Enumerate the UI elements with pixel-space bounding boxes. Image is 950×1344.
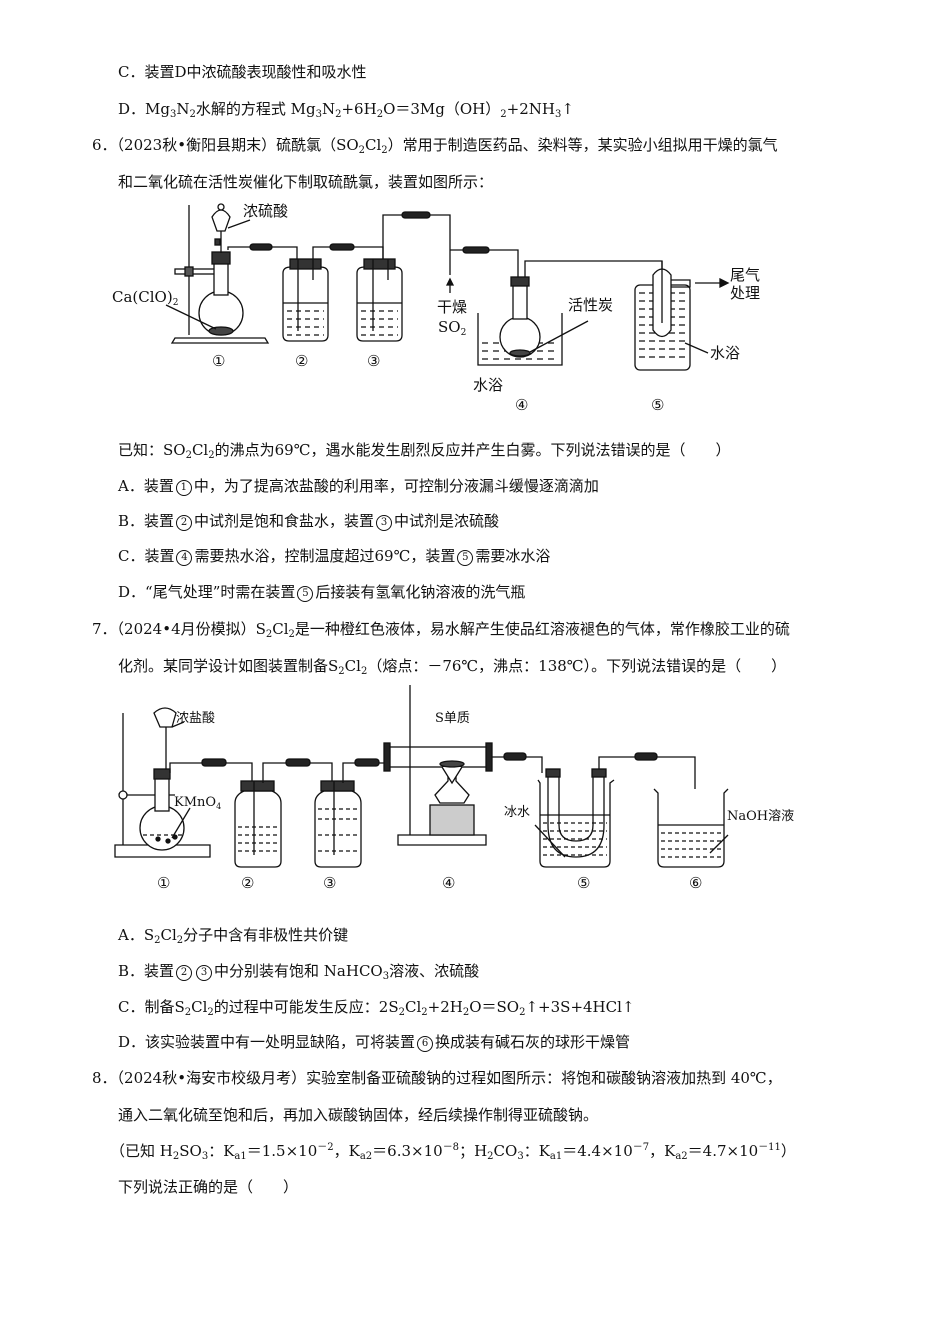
label-water-bath-4: 水浴 <box>473 376 504 394</box>
question-6-stem-1: 6．（2023秋•衡阳县期末）硫酰氯（SO2Cl2）常用于制造医药品、染料等，某… <box>92 136 778 156</box>
label-tail-gas-2: 处理 <box>730 284 761 302</box>
apparatus-1 <box>114 707 253 858</box>
circled-number: 5 <box>297 586 314 602</box>
apparatus-number-5: ⑤ <box>651 396 665 414</box>
option-7c: C．制备S2Cl2的过程中可能发生反应：2S2Cl2+2H2O＝SO2↑+3S+… <box>118 998 635 1018</box>
label-activated-carbon: 活性炭 <box>568 296 614 314</box>
label-sulfur: S单质 <box>435 711 470 726</box>
apparatus-5 <box>534 752 696 868</box>
label-ice-water: 冰水 <box>504 805 531 820</box>
circled-number: 3 <box>376 515 393 531</box>
apparatus-number-2: ② <box>241 874 255 892</box>
apparatus-3 <box>314 758 388 868</box>
circled-number: 6 <box>417 1036 434 1052</box>
circled-number: 5 <box>457 550 474 566</box>
apparatus-number-1: ① <box>157 874 171 892</box>
question-7-stem-2: 化剂。某同学设计如图装置制备S2Cl2（熔点：－76℃，沸点：138℃）。下列说… <box>118 657 787 677</box>
apparatus-number-3: ③ <box>367 352 381 370</box>
label-so2: SO2 <box>438 318 467 338</box>
apparatus-6 <box>653 788 729 868</box>
circled-number: 2 <box>176 515 193 531</box>
apparatus-3 <box>356 211 451 342</box>
question-7-stem-1: 7．（2024•4月份模拟）S2Cl2是一种橙红色液体，易水解产生使品红溶液褪色… <box>92 620 790 640</box>
label-ca-clo2: Ca(ClO)2 <box>112 288 179 308</box>
apparatus-1 <box>165 203 298 344</box>
label-conc-h2so4: 浓硫酸 <box>243 202 289 220</box>
circled-number: 2 <box>176 965 193 981</box>
label-tail-gas-1: 尾气 <box>730 266 761 284</box>
apparatus-5 <box>634 261 730 371</box>
question-8-prompt: 下列说法正确的是（ ） <box>118 1178 299 1196</box>
question-8-stem-1: 8．（2024秋•海安市校级月考）实验室制备亚硫酸钠的过程如图所示：将饱和碳酸钠… <box>92 1069 782 1087</box>
label-conc-hcl: 浓盐酸 <box>176 711 216 726</box>
apparatus-number-4: ④ <box>442 874 456 892</box>
circled-number: 3 <box>196 965 213 981</box>
apparatus-number-6: ⑥ <box>689 874 703 892</box>
figure-q6-apparatus: 浓硫酸 Ca(ClO)2 干燥 SO2 活性炭 水浴 尾气 处理 水浴 ① ② … <box>100 195 780 420</box>
apparatus-2 <box>282 243 384 342</box>
label-dry: 干燥 <box>437 298 468 316</box>
question-6-stem-2: 和二氧化硫在活性炭催化下制取硫酰氯，装置如图所示： <box>118 173 494 191</box>
apparatus-number-1: ① <box>212 352 226 370</box>
option-7a: A．S2Cl2分子中含有非极性共价键 <box>118 926 349 946</box>
apparatus-number-2: ② <box>295 352 309 370</box>
label-naoh: NaOH溶液 <box>727 809 795 824</box>
apparatus-4 <box>477 260 663 366</box>
question-8-known: （已知 H2SO3：Ka1＝1.5×10－2，Ka2＝6.3×10－8；H2CO… <box>110 1142 796 1162</box>
question-8-stem-2: 通入二氧化硫至饱和后，再加入碳酸钠固体，经后续操作制得亚硫酸钠。 <box>118 1106 599 1124</box>
circled-number: 1 <box>175 480 192 496</box>
circled-number: 4 <box>176 550 193 566</box>
option-5c: C．装置D中浓硫酸表现酸性和吸水性 <box>118 63 367 81</box>
question-6-known: 已知：SO2Cl2的沸点为69℃，遇水能发生剧烈反应并产生白雾。下列说法错误的是… <box>118 441 731 461</box>
apparatus-number-5: ⑤ <box>577 874 591 892</box>
apparatus-4 <box>383 685 543 846</box>
option-5d: D．Mg3N2水解的方程式 Mg3N2+6H2O＝3Mg（OH）2+2NH3↑ <box>118 100 574 120</box>
label-water-bath-5: 水浴 <box>710 344 741 362</box>
apparatus-number-4: ④ <box>515 396 529 414</box>
label-kmno4: KMnO4 <box>174 795 222 811</box>
apparatus-number-3: ③ <box>323 874 337 892</box>
figure-q7-apparatus: 浓盐酸 KMnO4 S单质 冰水 NaOH溶液 ① ② ③ ④ ⑤ ⑥ <box>110 685 810 900</box>
apparatus-2 <box>234 758 333 868</box>
